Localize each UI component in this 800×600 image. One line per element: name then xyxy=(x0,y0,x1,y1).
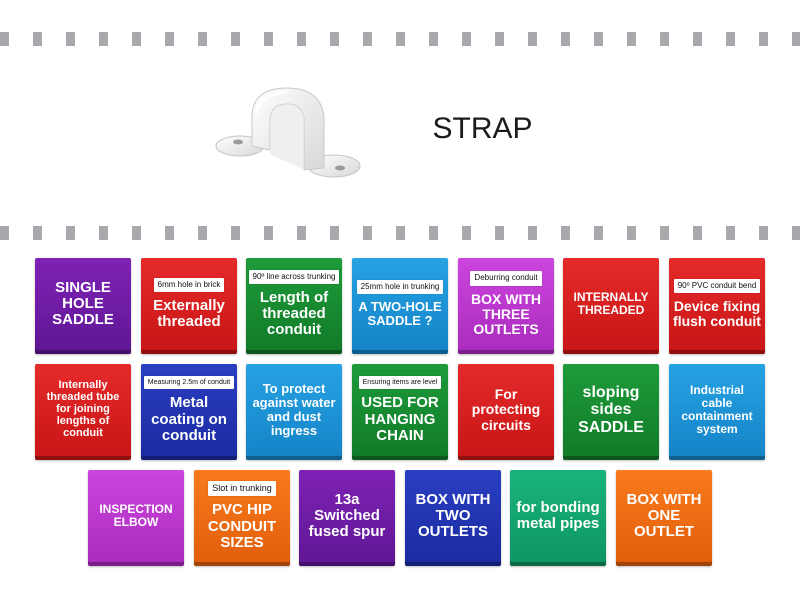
tile-label: Externally threaded xyxy=(153,297,225,331)
answer-tile[interactable]: 90º PVC conduit bend Device fixing flush… xyxy=(669,258,765,354)
tile-tag: 6mm hole in brick xyxy=(153,277,225,292)
tile-label: A TWO-HOLE SADDLE ? xyxy=(358,299,442,329)
tile-label: Device fixing flush conduit xyxy=(673,298,761,330)
tile-label: USED FOR HANGING CHAIN xyxy=(361,394,439,444)
answer-tile[interactable]: for bonding metal pipes xyxy=(510,470,606,566)
answer-tile[interactable]: 6mm hole in brick Externally threaded xyxy=(141,258,237,354)
answer-tile[interactable]: Measuring 2.5m of conduit Metal coating … xyxy=(141,364,237,460)
tile-label: INSPECTION ELBOW xyxy=(99,502,173,529)
answer-tile[interactable]: INTERNALLY THREADED xyxy=(563,258,659,354)
answer-tile[interactable]: To protect against water and dust ingres… xyxy=(246,364,342,460)
tile-label: To protect against water and dust ingres… xyxy=(252,380,336,439)
tile-label: BOX WITH THREE OUTLETS xyxy=(471,290,541,337)
answer-tile[interactable]: INSPECTION ELBOW xyxy=(88,470,184,566)
tile-label: Length of threaded conduit xyxy=(259,288,329,339)
strap-image xyxy=(212,84,362,184)
answer-tile[interactable]: sloping sides SADDLE xyxy=(563,364,659,460)
tile-label: Internally threaded tube for joining len… xyxy=(46,379,120,439)
answer-tile[interactable]: For protecting circuits xyxy=(458,364,554,460)
tile-label: PVC HIP CONDUIT SIZES xyxy=(207,501,277,551)
prompt-text: STRAP xyxy=(432,112,533,145)
answer-tile[interactable]: BOX WITH TWO OUTLETS xyxy=(405,470,501,566)
answer-tile[interactable]: 90º line across trunking Length of threa… xyxy=(246,258,342,354)
bottom-divider xyxy=(0,226,800,240)
tile-tag: Deburring conduit xyxy=(470,271,542,286)
tile-label: INTERNALLY THREADED xyxy=(573,290,649,317)
tile-tag: Measuring 2.5m of conduit xyxy=(143,376,235,390)
answer-tile[interactable]: Internally threaded tube for joining len… xyxy=(35,364,131,460)
answer-tile[interactable]: 13a Switched fused spur xyxy=(299,470,395,566)
tile-tag: 90º PVC conduit bend xyxy=(673,278,761,294)
answer-tile[interactable]: Ensuring items are level USED FOR HANGIN… xyxy=(352,364,448,460)
tile-label: 13a Switched fused spur xyxy=(308,490,386,541)
tile-tag: Slot in trunking xyxy=(208,481,276,497)
tile-tag: 25mm hole in trunking xyxy=(356,279,444,295)
tile-label: Metal coating on conduit xyxy=(151,394,227,444)
tile-label: sloping sides SADDLE xyxy=(578,384,644,436)
answer-tile[interactable]: Slot in trunking PVC HIP CONDUIT SIZES xyxy=(194,470,290,566)
top-divider xyxy=(0,32,800,46)
tile-label: SINGLE HOLE SADDLE xyxy=(52,278,114,329)
answer-tile[interactable]: Industrial cable containment system xyxy=(669,364,765,460)
answer-tile[interactable]: BOX WITH ONE OUTLET xyxy=(616,470,712,566)
answer-tile[interactable]: SINGLE HOLE SADDLE xyxy=(35,258,131,354)
tile-tag: Ensuring items are level xyxy=(358,376,442,390)
answer-tile[interactable]: 25mm hole in trunking A TWO-HOLE SADDLE … xyxy=(352,258,448,354)
tile-label: BOX WITH TWO OUTLETS xyxy=(415,490,491,541)
tile-label: BOX WITH ONE OUTLET xyxy=(626,490,702,541)
tile-tag: 90º line across trunking xyxy=(248,269,340,284)
tile-label: Industrial cable containment system xyxy=(681,383,753,436)
tile-label: for bonding metal pipes xyxy=(516,498,600,532)
answer-tile[interactable]: Deburring conduit BOX WITH THREE OUTLETS xyxy=(458,258,554,354)
tile-label: For protecting circuits xyxy=(471,386,541,433)
